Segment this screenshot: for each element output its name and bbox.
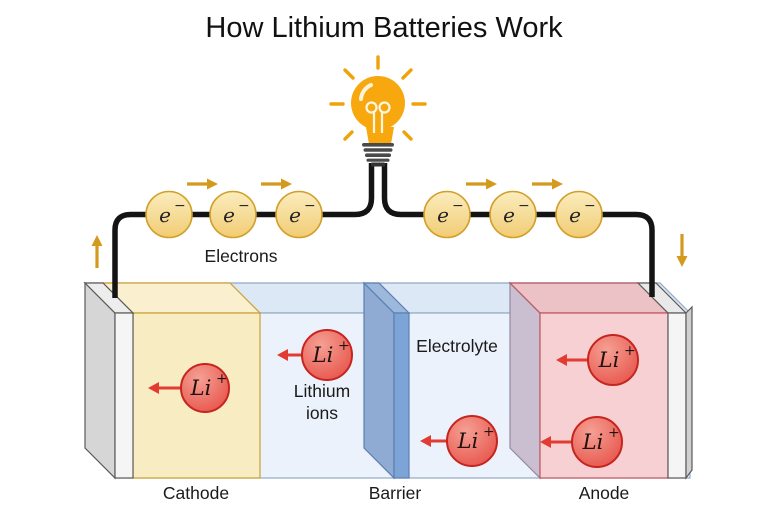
ion-charge: + [624, 343, 636, 359]
ion-circle [587, 334, 639, 386]
electron-symbol: e [289, 203, 301, 227]
ion-circle [446, 415, 498, 467]
ion-charge: + [483, 424, 495, 440]
right-terminal-front-face [667, 312, 687, 479]
right-terminal-edge-face [685, 305, 693, 480]
flow-arrow-right-icon [466, 178, 497, 190]
electron-symbol: e [159, 203, 171, 227]
electron-charge: − [238, 198, 250, 214]
ion-circle [301, 329, 353, 381]
ion-symbol: Li [582, 430, 604, 454]
electrolyte-label: Electrolyte [416, 336, 498, 356]
ion-symbol: Li [312, 343, 334, 367]
ion-arrow-head [556, 354, 567, 366]
flow-arrow-right-icon [532, 178, 563, 190]
barrier-side-face [363, 281, 395, 480]
ion-symbol: Li [457, 429, 479, 453]
electrons-label: Electrons [205, 246, 278, 266]
ion-arrow-head [420, 435, 431, 447]
electron-charge: − [452, 198, 464, 214]
electron-6: e − [555, 190, 603, 239]
bulb-highlight [359, 83, 373, 101]
lithium-ions: Li + Li + Li + Li + [148, 329, 639, 468]
cathode-label: Cathode [163, 483, 229, 503]
anode-label: Anode [579, 483, 630, 503]
bulb-globe [351, 76, 405, 130]
electron-symbol: e [437, 203, 449, 227]
flow-arrow-down-icon [676, 234, 688, 267]
electron-circle [555, 190, 603, 239]
bulb-rays [329, 55, 427, 141]
ion-charge: + [608, 425, 620, 441]
electron-4: e − [423, 190, 471, 239]
ion-symbol: Li [190, 376, 212, 400]
bulb-base [362, 143, 394, 167]
electron-circle [489, 190, 537, 239]
barrier-front-face [393, 312, 410, 479]
flow-arrow-up-icon [91, 235, 103, 268]
left-terminal-side-face [84, 281, 116, 480]
lithium-ion-electrolyte-left: Li + [277, 329, 353, 381]
bulb-filament [365, 101, 391, 133]
electron-3: e − [275, 190, 323, 239]
electron-charge: − [584, 198, 596, 214]
electron-5: e − [489, 190, 537, 239]
electron-flow-arrows [91, 178, 688, 268]
left-terminal-front-face [114, 312, 134, 479]
ion-arrow-head [148, 382, 159, 394]
electron-circle [145, 190, 193, 239]
lithium-ions-label-line1: Lithium [294, 381, 350, 401]
page-title: How Lithium Batteries Work [205, 12, 563, 44]
electron-circle [275, 190, 323, 239]
electron-circle [209, 190, 257, 239]
lithium-ion-cathode: Li + [148, 363, 230, 413]
electron-charge: − [518, 198, 530, 214]
ion-charge: + [338, 338, 350, 354]
ion-symbol: Li [598, 348, 620, 372]
electron-symbol: e [569, 203, 581, 227]
electron-symbol: e [223, 203, 235, 227]
ion-arrow-head [540, 436, 551, 448]
electron-charge: − [174, 198, 186, 214]
lightbulb-icon [329, 55, 427, 167]
lithium-ion-anode-upper: Li + [556, 334, 639, 386]
electron-circle [423, 190, 471, 239]
electron-symbol: e [503, 203, 515, 227]
flow-arrow-right-icon [261, 178, 292, 190]
lithium-ion-electrolyte-right: Li + [420, 415, 498, 467]
anode-side-face [509, 281, 541, 480]
electron-1: e − [145, 190, 193, 239]
lithium-ions-label-line2: ions [306, 403, 338, 423]
ion-circle [180, 363, 230, 413]
ion-arrow-head [277, 349, 288, 361]
barrier-label: Barrier [369, 483, 422, 503]
electrons: e − e − e − e − e − e − [145, 190, 603, 239]
flow-arrow-right-icon [187, 178, 218, 190]
ion-charge: + [216, 371, 228, 387]
lithium-ion-anode-lower: Li + [540, 416, 623, 468]
electron-charge: − [304, 198, 316, 214]
ion-circle [571, 416, 623, 468]
electron-2: e − [209, 190, 257, 239]
